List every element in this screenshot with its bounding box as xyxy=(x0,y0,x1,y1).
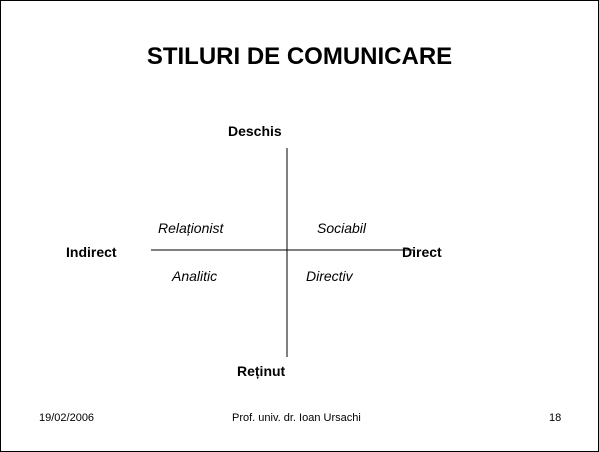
axis-label-right: Direct xyxy=(402,244,442,260)
axis-label-top: Deschis xyxy=(228,123,282,139)
quadrant-label-bottom-left: Analitic xyxy=(172,268,218,284)
footer-date: 19/02/2006 xyxy=(39,412,95,424)
axis-label-bottom: Reținut xyxy=(237,363,286,379)
axis-label-left: Indirect xyxy=(66,244,117,260)
quadrant-label-bottom-right: Directiv xyxy=(306,268,353,284)
quadrant-label-top-left: Relaționist xyxy=(158,220,224,236)
slide-title: STILURI DE COMUNICARE xyxy=(146,43,453,70)
footer-page-number: 18 xyxy=(549,412,562,424)
quadrant-label-top-right: Sociabil xyxy=(317,220,367,236)
footer-author: Prof. univ. dr. Ioan Ursachi xyxy=(232,412,361,424)
